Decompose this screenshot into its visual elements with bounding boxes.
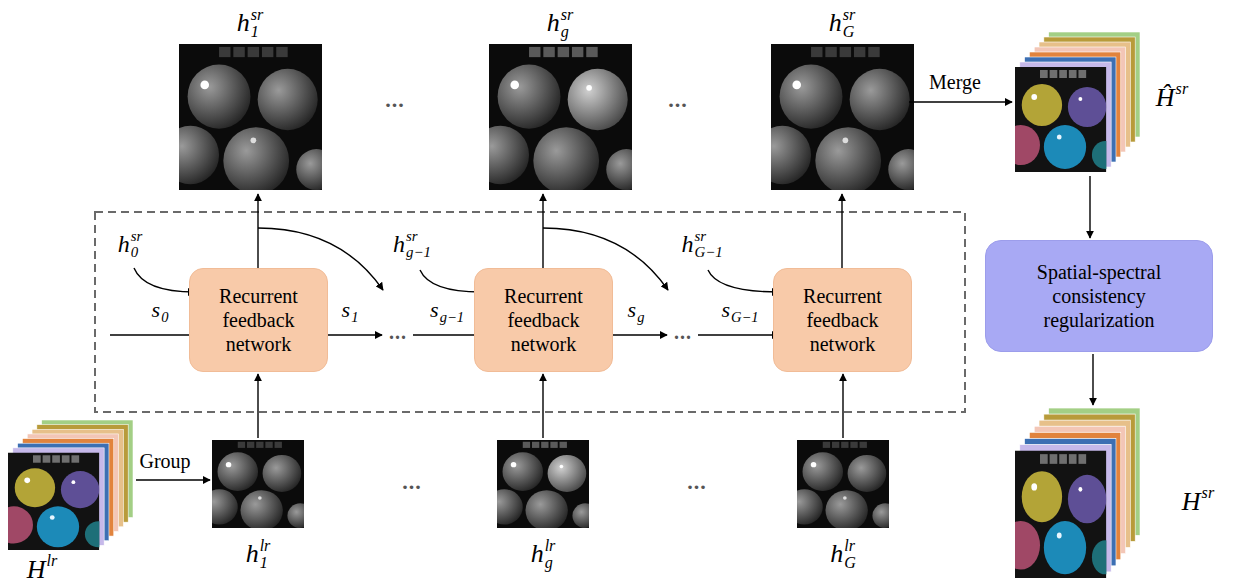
script-stack: lrg [545, 538, 556, 572]
subscript: G [843, 24, 855, 41]
math-label: hsrg−1 [393, 229, 431, 260]
math-symbol: s [721, 297, 730, 322]
math-symbol: h [531, 539, 544, 568]
band-image [472, 44, 646, 194]
math-symbol: h [118, 231, 130, 257]
process-box: Recurrent feedback network [189, 268, 328, 372]
math-label: Ĥsr [1156, 81, 1188, 111]
ellipsis-mark: ... [385, 89, 405, 111]
script-stack: lrG [844, 538, 856, 572]
math-label: hsrg [547, 7, 574, 41]
subscript: 1 [260, 555, 268, 572]
math-symbol: h [830, 539, 843, 568]
superscript: lr [545, 538, 556, 555]
superscript: sr [843, 7, 856, 24]
node-text: Spatial-spectral consistency regularizat… [1014, 260, 1184, 332]
ellipsis-mark: ... [674, 322, 692, 342]
math-label: sg−1 [430, 299, 464, 325]
math-label: sg [628, 299, 645, 325]
band-image [162, 44, 336, 194]
script-stack: lr1 [260, 538, 271, 572]
math-symbol: Ĥ [1156, 83, 1175, 112]
band-image [486, 440, 598, 531]
regularization-box: Spatial-spectral consistency regularizat… [985, 240, 1213, 352]
node-text: Recurrent feedback network [486, 284, 601, 356]
subscript: g [561, 24, 569, 41]
hyperspectral-cube [0, 420, 133, 550]
superscript: sr [1176, 80, 1189, 97]
subscript: g−1 [406, 245, 431, 261]
math-label: sG−1 [721, 299, 758, 325]
ellipsis-mark: ... [668, 89, 688, 111]
math-label: Hsr [1182, 485, 1214, 515]
script-stack: srg [561, 7, 574, 41]
superscript: lr [260, 538, 271, 555]
step-label: Merge [929, 72, 981, 92]
subscript: 1 [351, 309, 358, 325]
script-stack: sr0 [131, 229, 143, 260]
hyperspectral-cube [1002, 408, 1140, 578]
subscript: G−1 [731, 309, 759, 325]
superscript: sr [561, 7, 574, 24]
superscript: sr [406, 229, 418, 245]
math-symbol: s [152, 297, 161, 322]
math-symbol: h [681, 231, 693, 257]
math-label: hlrG [830, 538, 856, 572]
band-image [201, 440, 313, 531]
ellipsis-mark: ... [402, 471, 422, 493]
superscript: sr [251, 7, 264, 24]
flow-arrows [110, 102, 1093, 480]
step-label: Group [139, 451, 190, 471]
superscript: lr [47, 552, 58, 569]
subscript: g [637, 309, 644, 325]
math-label: s1 [342, 299, 359, 325]
band-image [754, 44, 928, 194]
subscript: G [844, 555, 856, 572]
math-symbol: H [1182, 487, 1201, 516]
subscript: g [545, 555, 553, 572]
subscript: 0 [131, 245, 138, 261]
subscript: 1 [251, 24, 259, 41]
math-label: hsr1 [237, 7, 264, 41]
hyperspectral-cube [1002, 32, 1140, 172]
math-symbol: h [547, 8, 560, 37]
superscript: lr [844, 538, 855, 555]
math-symbol: s [342, 297, 351, 322]
math-label: hlr1 [246, 538, 271, 572]
script-stack: srG−1 [694, 229, 722, 260]
ellipsis-mark: ... [389, 322, 407, 342]
script-stack: srG [843, 7, 856, 41]
process-box: Recurrent feedback network [474, 268, 613, 372]
math-symbol: h [829, 8, 842, 37]
math-label: hsr0 [118, 229, 143, 260]
subscript: G−1 [694, 245, 722, 261]
node-text: Recurrent feedback network [785, 284, 900, 356]
math-label: hsrG [829, 7, 856, 41]
dashed-group-frame [95, 212, 965, 412]
math-label: s0 [152, 299, 169, 325]
ellipsis-mark: ... [687, 471, 707, 493]
superscript: sr [131, 229, 143, 245]
superscript: sr [694, 229, 706, 245]
math-symbol: s [430, 297, 439, 322]
math-symbol: s [628, 297, 637, 322]
math-symbol: h [237, 8, 250, 37]
math-symbol: h [246, 539, 259, 568]
band-image [786, 440, 898, 531]
subscript: g−1 [440, 309, 464, 325]
superscript: sr [1202, 484, 1215, 501]
node-text: Recurrent feedback network [201, 284, 316, 356]
script-stack: srg−1 [406, 229, 431, 260]
math-label: hlrg [531, 538, 556, 572]
math-symbol: h [393, 231, 405, 257]
math-label: Hlr [27, 553, 58, 583]
process-box: Recurrent feedback network [773, 268, 912, 372]
script-stack: sr1 [251, 7, 264, 41]
math-symbol: H [27, 555, 46, 584]
math-label: hsrG−1 [681, 229, 722, 260]
subscript: 0 [161, 309, 168, 325]
